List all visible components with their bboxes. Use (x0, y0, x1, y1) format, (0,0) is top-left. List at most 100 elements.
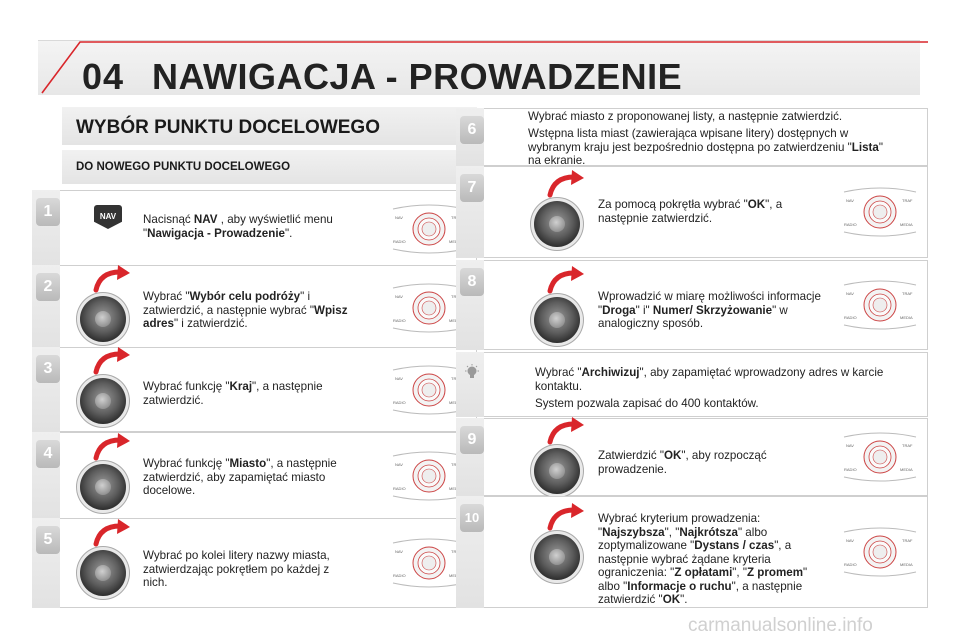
rotary-knob-icon (534, 297, 580, 343)
svg-text:NAV: NAV (395, 549, 403, 554)
svg-text:RADIO: RADIO (393, 239, 406, 244)
chapter-number: 04 (82, 56, 125, 97)
step-number-badge: 5 (36, 526, 60, 554)
control-panel-icon: NAV TRAF RADIO MEDIA (392, 451, 466, 501)
body-text: ", a następnie zatwierdzić " (598, 579, 803, 607)
control-panel-diagram: NAV TRAF RADIO MEDIA (389, 278, 469, 338)
emphasis-text: OK (663, 449, 682, 462)
step-number-badge: 2 (36, 273, 60, 301)
svg-text:MEDIA: MEDIA (449, 573, 462, 578)
svg-text:RADIO: RADIO (393, 486, 406, 491)
svg-text:NAV: NAV (846, 443, 854, 448)
svg-text:RADIO: RADIO (844, 315, 857, 320)
body-text: " i zatwierdzić. (173, 317, 248, 330)
step-number-badge: 4 (36, 440, 60, 468)
svg-text:MEDIA: MEDIA (900, 562, 913, 567)
control-panel-diagram: NAV TRAF RADIO MEDIA (389, 360, 469, 420)
emphasis-text: Kraj (229, 380, 253, 393)
control-panel-icon: NAV TRAF RADIO MEDIA (843, 187, 917, 237)
svg-text:NAV: NAV (395, 462, 403, 467)
body-text: ", a następnie zatwierdzić, aby zapamięt… (143, 457, 337, 497)
rotate-arrow-icon (92, 346, 132, 376)
body-text: Wybrać funkcję " (143, 380, 230, 393)
step-text: Zatwierdzić "OK", aby rozpocząć prowadze… (598, 449, 808, 476)
rotary-knob-icon (80, 296, 126, 342)
emphasis-text: OK (662, 593, 681, 606)
rotate-arrow-icon (92, 518, 132, 548)
step-text-line1: Wybrać miasto z proponowanej listy, a na… (528, 110, 843, 123)
rotate-arrow-icon (546, 265, 586, 295)
tip-lightbulb-icon (464, 364, 480, 380)
step-number-badge: 1 (36, 198, 60, 226)
body-text: ", " (664, 525, 680, 539)
step-text: Nacisnąć NAV , aby wyświetlić menu "Nawi… (143, 213, 348, 240)
body-text: Za pomocą pokrętła wybrać " (598, 198, 748, 211)
step-badge-column (456, 352, 484, 417)
step-panel (484, 108, 928, 166)
step-text: Wprowadzić w miarę możliwości informacje… (598, 290, 828, 331)
control-panel-icon: NAV TRAF RADIO MEDIA (392, 283, 466, 332)
emphasis-text: Wpisz adres (143, 303, 348, 331)
svg-text:RADIO: RADIO (393, 318, 406, 323)
step-panel (60, 347, 477, 432)
step-panel (60, 518, 477, 608)
svg-text:NAV: NAV (395, 376, 403, 381)
step-text-line2: System pozwala zapisać do 400 kontaktów. (535, 397, 759, 410)
body-text: Wybrać funkcję " (143, 457, 230, 470)
svg-text:NAV: NAV (395, 215, 403, 220)
step-number-badge: 3 (36, 355, 60, 383)
emphasis-text: Informacje o ruchu (627, 579, 732, 593)
svg-text:RADIO: RADIO (844, 222, 857, 227)
body-text: ", " (732, 566, 747, 579)
control-panel-diagram: NAV TRAF RADIO MEDIA (389, 446, 469, 506)
control-panel-icon: NAV TRAF RADIO MEDIA (392, 365, 466, 414)
body-text: " albo " (598, 566, 808, 593)
step-panel (60, 265, 477, 350)
svg-text:MEDIA: MEDIA (449, 486, 462, 491)
body-text: ", a następnie wybrać żądane kryteria og… (598, 539, 792, 579)
emphasis-text: Dystans / czas (694, 539, 775, 552)
body-text: ", aby rozpocząć prowadzenie. (598, 449, 767, 476)
body-text: ", a następnie zatwierdzić. (598, 198, 783, 225)
svg-text:NAV: NAV (846, 538, 854, 543)
rotate-arrow-icon (92, 432, 132, 462)
page-title: NAWIGACJA - PROWADZENIE (152, 56, 683, 97)
step-text: Wybrać "Wybór celu podróży" i zatwierdzi… (143, 290, 353, 331)
body-text: Wprowadzić w miarę możliwości informacje… (598, 290, 821, 317)
rotary-knob-icon (534, 534, 580, 580)
step-panel (484, 352, 928, 417)
svg-text:MEDIA: MEDIA (449, 400, 462, 405)
step-text: Wybrać "Archiwizuj", aby zapamiętać wpro… (535, 366, 895, 393)
step-number-badge: 7 (460, 174, 484, 202)
step-text: Wstępna lista miast (zawierająca wpisane… (528, 127, 888, 168)
svg-text:MEDIA: MEDIA (449, 318, 462, 323)
step-text: Wybrać po kolei litery nazwy miasta, zat… (143, 549, 353, 590)
emphasis-text: Z promem (746, 566, 804, 579)
step-number-badge: 8 (460, 268, 484, 296)
rotary-knob-icon (534, 201, 580, 247)
body-text: Wybrać " (143, 290, 190, 303)
rotate-arrow-icon (546, 169, 586, 199)
emphasis-text: Lista (851, 140, 879, 154)
svg-text:TRAF: TRAF (902, 198, 913, 203)
control-panel-diagram: NAV TRAF RADIO MEDIA (840, 522, 920, 582)
body-text: ". (285, 226, 293, 240)
section-title: WYBÓR PUNKTU DOCELOWEGO (76, 117, 380, 138)
control-panel-diagram: NAV TRAF RADIO MEDIA (840, 182, 920, 242)
svg-text:RADIO: RADIO (844, 467, 857, 472)
emphasis-text: NAV (193, 213, 218, 226)
emphasis-text: Nawigacja - Prowadzenie (147, 226, 286, 240)
section-subtitle: DO NOWEGO PUNKTU DOCELOWEGO (76, 161, 291, 173)
control-panel-diagram: NAV TRAF RADIO MEDIA (840, 427, 920, 487)
control-panel-diagram: NAV TRAF RADIO MEDIA (840, 275, 920, 335)
step-number-badge: 6 (460, 116, 484, 144)
step-text: Wybrać kryterium prowadzenia: "Najszybsz… (598, 512, 828, 607)
body-text: " na ekranie. (528, 140, 883, 168)
body-text: Wybrać kryterium prowadzenia: " (598, 512, 761, 539)
step-text: Wybrać funkcję "Kraj", a następnie zatwi… (143, 380, 353, 407)
body-text: Nacisnąć (143, 213, 194, 226)
header-red-outline (41, 41, 928, 94)
rotary-knob-icon (80, 464, 126, 510)
step-panel (60, 432, 477, 520)
emphasis-text: Najszybsza (602, 525, 665, 539)
